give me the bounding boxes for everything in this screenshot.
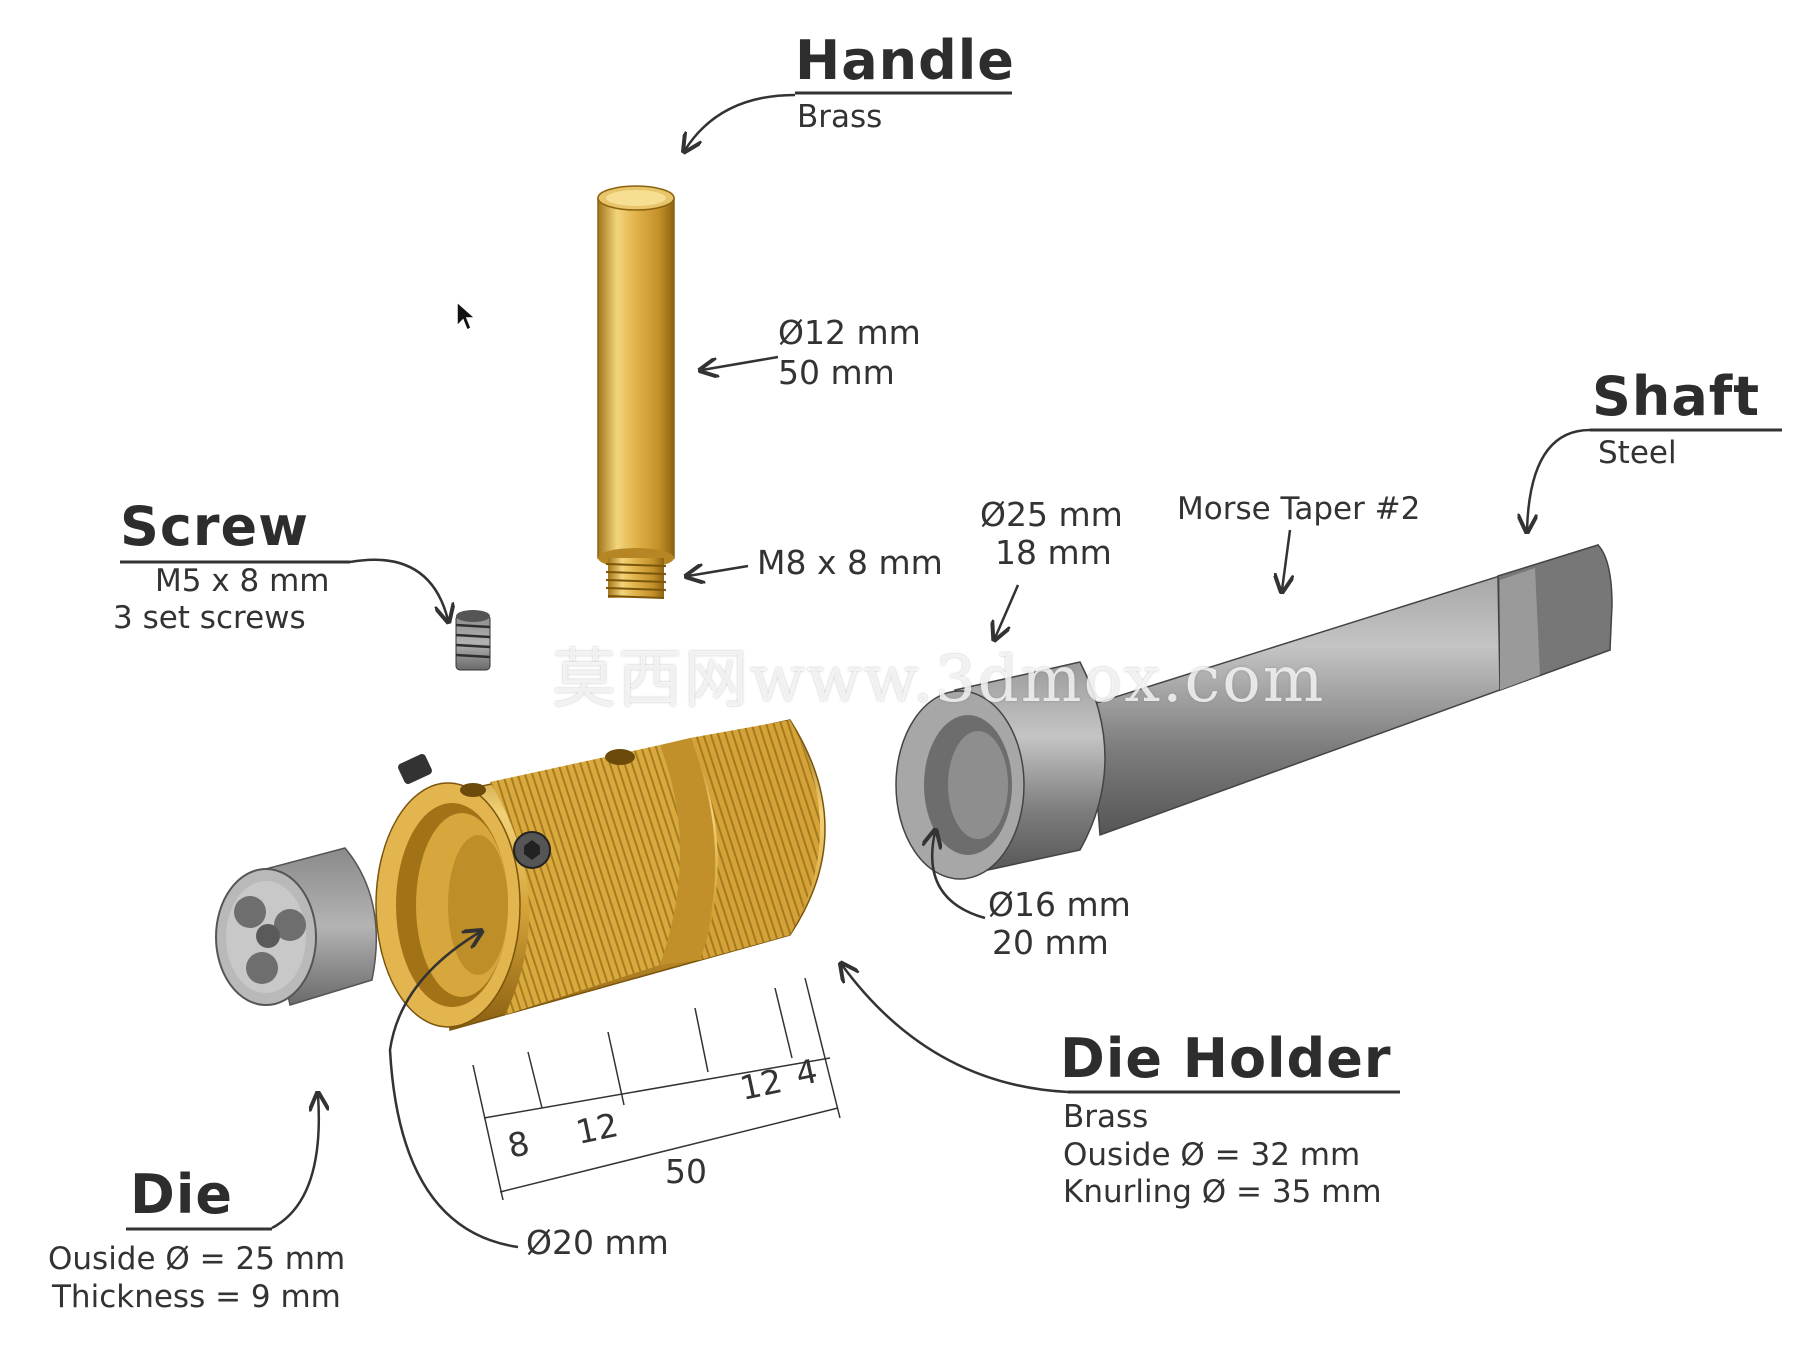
leader-arrows — [271, 93, 1591, 1249]
shaft-taper: Morse Taper #2 — [1177, 491, 1421, 527]
die-thickness: Thickness = 9 mm — [52, 1279, 341, 1315]
die-holder-material: Brass — [1063, 1099, 1149, 1135]
die-holder-bore: Ø20 mm — [526, 1223, 669, 1262]
dim-12-right: 12 — [736, 1061, 786, 1108]
dimension-lines — [472, 977, 841, 1201]
shaft-material: Steel — [1598, 435, 1677, 471]
handle-thread: M8 x 8 mm — [757, 543, 943, 582]
handle-title: Handle — [795, 29, 1015, 92]
screw-count: 3 set screws — [113, 600, 306, 636]
handle-diameter: Ø12 mm — [778, 313, 921, 352]
die-holder-knurling: Knurling Ø = 35 mm — [1063, 1174, 1382, 1210]
screw-title: Screw — [120, 495, 310, 558]
handle-length: 50 mm — [778, 353, 895, 392]
shaft-title: Shaft — [1592, 365, 1761, 428]
dim-50: 50 — [665, 1152, 707, 1191]
dim-12-left: 12 — [572, 1105, 622, 1152]
die-holder-part — [375, 719, 826, 1031]
shaft-collar-diameter: Ø25 mm — [980, 495, 1123, 534]
handle-material: Brass — [797, 99, 883, 135]
shaft-bore-depth: 20 mm — [992, 923, 1109, 962]
die-title: Die — [130, 1163, 233, 1226]
die-part — [215, 847, 378, 1006]
die-outside: Ouside Ø = 25 mm — [48, 1241, 346, 1277]
die-holder-outside: Ouside Ø = 32 mm — [1063, 1137, 1361, 1173]
shaft-bore-diameter: Ø16 mm — [988, 885, 1131, 924]
mouse-cursor-icon — [456, 300, 477, 332]
set-screw-part — [455, 610, 491, 671]
die-holder-title: Die Holder — [1060, 1027, 1392, 1090]
screw-size: M5 x 8 mm — [155, 563, 330, 599]
title-underlines — [120, 91, 1782, 1231]
handle-part — [597, 185, 675, 599]
watermark-text: 莫西网www.3dmox.com — [552, 643, 1326, 717]
shaft-collar-length: 18 mm — [995, 533, 1112, 572]
